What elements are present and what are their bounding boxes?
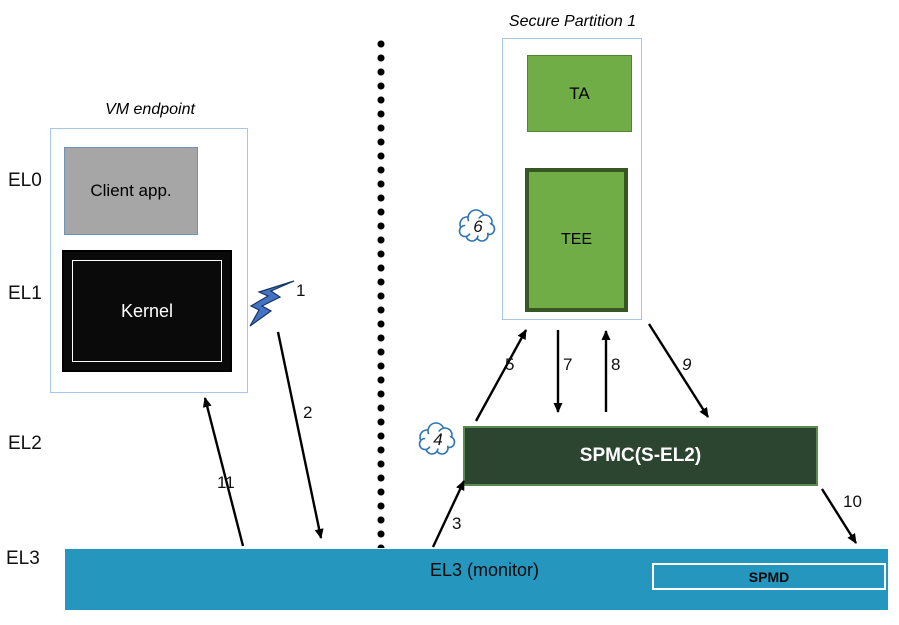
lightning-icon [249, 280, 295, 327]
ta-label: TA [569, 83, 590, 103]
level-label-el3: EL3 [6, 548, 40, 569]
step-label-2: 2 [303, 403, 313, 422]
kernel-box: Kernel [62, 250, 232, 372]
arrow-2-line [276, 331, 324, 539]
tee-label: TEE [560, 231, 593, 248]
client-app-box: Client app. [64, 147, 198, 235]
tee-box: TEE [525, 168, 628, 312]
step-label-11: 11 [217, 473, 235, 492]
kernel-label: Kernel [120, 300, 174, 321]
level-label-el2: EL2 [8, 433, 42, 454]
step-label-1: 1 [296, 281, 306, 300]
step-label-3: 3 [452, 514, 462, 533]
step-label-8: 8 [611, 355, 621, 374]
arrow-11-line [202, 397, 245, 547]
arrow-5-line [474, 329, 528, 422]
step-label-10: 10 [843, 492, 862, 511]
step-label-7: 7 [563, 355, 573, 374]
el3-monitor-label: EL3 (monitor) [430, 560, 540, 580]
level-label-el1: EL1 [8, 283, 42, 304]
vm-endpoint-title: VM endpoint [105, 101, 195, 118]
client-app-label: Client app. [90, 181, 172, 200]
spmc-label: SPMC(S-EL2) [579, 445, 702, 466]
step-label-9: 9 [682, 355, 692, 374]
spmd-label: SPMD [748, 568, 790, 585]
step-label-6: 6 [473, 217, 483, 236]
spmd-box: SPMD [652, 563, 886, 590]
ta-box: TA [527, 55, 632, 132]
step-label-4: 4 [433, 430, 443, 449]
kernel-inner-border [72, 260, 222, 362]
secure-partition-title: Secure Partition 1 [508, 13, 637, 30]
arrow-9-line [647, 323, 710, 418]
world-separator-dotted-line [377, 40, 385, 548]
spmc-box: SPMC(S-EL2) [463, 426, 818, 486]
el3-monitor-bar [65, 549, 888, 610]
level-label-el0: EL0 [8, 170, 42, 191]
step-label-5: 5 [505, 355, 515, 374]
